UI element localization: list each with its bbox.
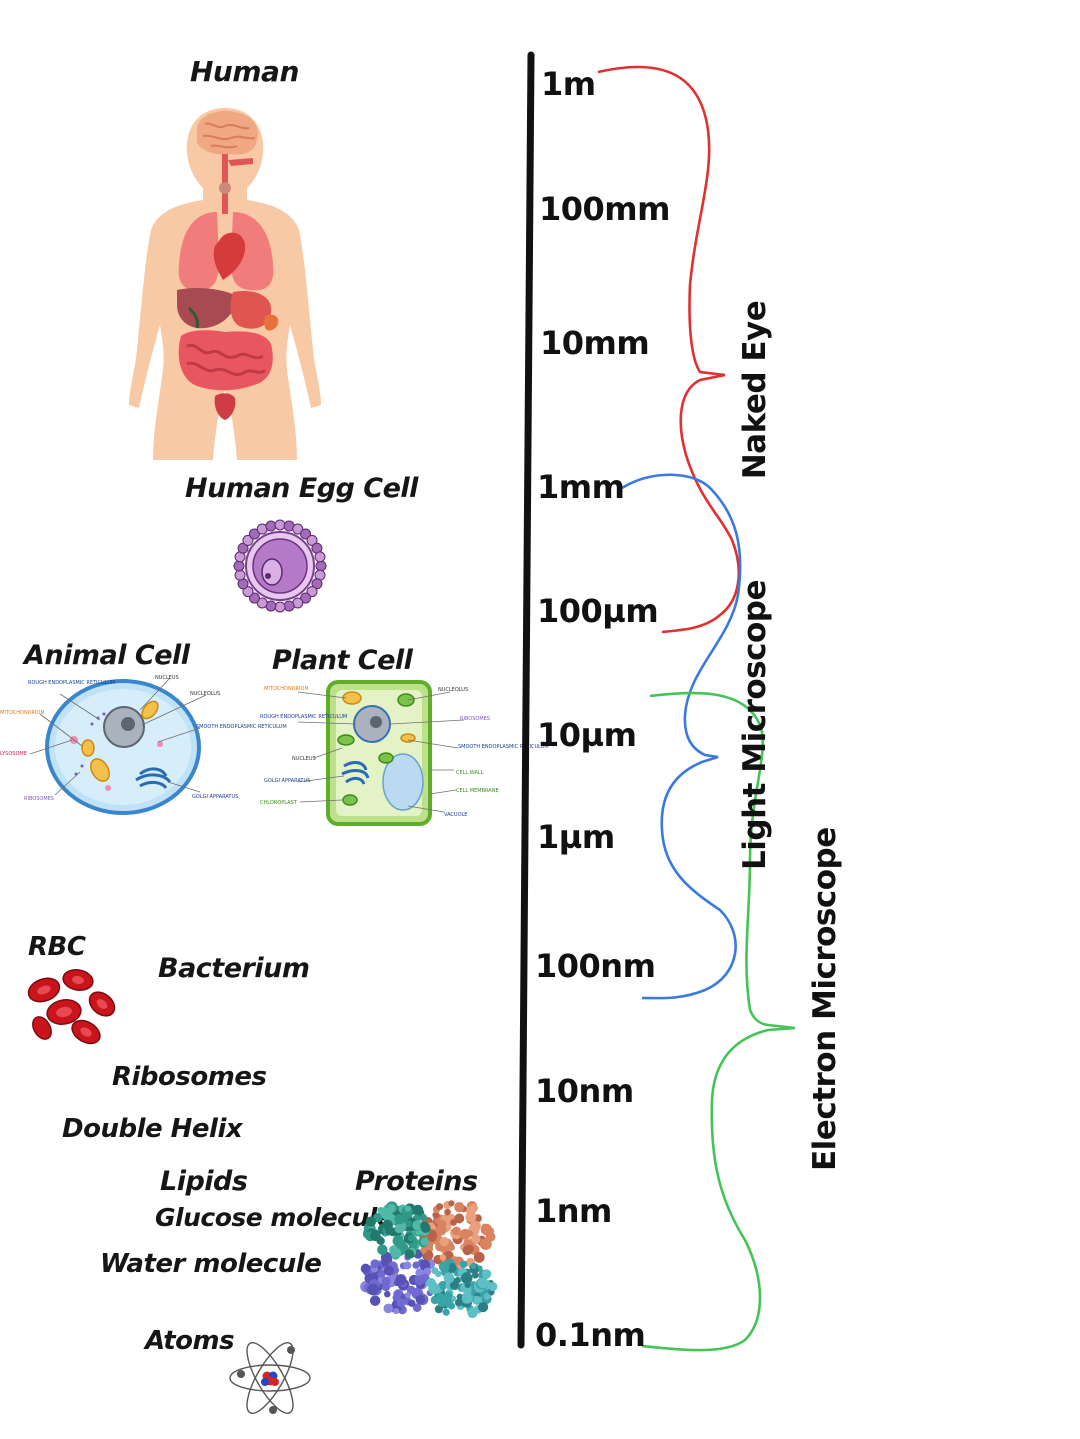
- plant-rough-er-label: ROUGH ENDOPLASMIC RETICULUM: [260, 714, 347, 720]
- scale-label-1nm: 1nm: [535, 1192, 612, 1230]
- animal-golgi-label: GOLGI APPARATUS: [192, 794, 238, 800]
- plant-chloroplast-label: CHLOROPLAST: [260, 800, 298, 806]
- animal-lysosome-label: LYSOSOME: [0, 751, 27, 757]
- scale-axis-line: [517, 51, 535, 1349]
- naked-eye-label: Naked Eye: [737, 300, 773, 480]
- plant-smooth-er-label: SMOOTH ENDOPLASMIC RETICULUM: [458, 744, 549, 750]
- label-glucose-molecule: Glucose molecule: [155, 1203, 394, 1232]
- label-water-molecule: Water molecule: [100, 1249, 322, 1279]
- animal-cell-illustration: ROUGH ENDOPLASMIC RETICULUM NUCLEUS NUCL…: [0, 675, 287, 815]
- scale-label-100mm: 100mm: [539, 190, 670, 228]
- naked-eye-bracket: [597, 65, 741, 634]
- animal-mitochondrion-label: MITOCHONDRION: [0, 710, 44, 716]
- plant-vacuole-label: VACUOLE: [444, 812, 467, 818]
- label-plant-cell: Plant Cell: [272, 645, 413, 676]
- plant-cell-illustration: MITOCHONDRION NUCLEOLUS ROUGH ENDOPLASMI…: [260, 680, 549, 826]
- plant-cell-membrane-label: CELL MEMBRANE: [456, 788, 499, 794]
- electron-microscope-bracket: [641, 691, 796, 1352]
- scale-label-1mm: 1mm: [537, 468, 625, 506]
- label-rbc: RBC: [28, 932, 86, 962]
- label-human: Human: [190, 55, 299, 88]
- label-double-helix: Double Helix: [62, 1114, 243, 1144]
- electron-microscope-label: Electron Microscope: [807, 827, 843, 1171]
- label-bacterium: Bacterium: [158, 953, 310, 984]
- scale-label-0-1nm: 0.1nm: [535, 1316, 646, 1354]
- plant-mitochondrion-label: MITOCHONDRION: [264, 686, 308, 692]
- human-body-illustration: [129, 108, 321, 460]
- red-blood-cells-illustration: [27, 969, 116, 1045]
- plant-nucleolus-label: NUCLEOLUS: [438, 687, 468, 693]
- light-microscope-label: Light Microscope: [737, 579, 773, 870]
- scale-label-1m: 1m: [541, 65, 596, 103]
- atom-illustration: [229, 1342, 311, 1414]
- scale-label-1um: 1µm: [537, 818, 615, 856]
- label-human-egg-cell: Human Egg Cell: [185, 473, 418, 504]
- label-lipids: Lipids: [160, 1166, 248, 1197]
- animal-ribosomes-label: RIBOSOMES: [24, 796, 54, 802]
- scale-label-10um: 10µm: [537, 716, 637, 754]
- label-ribosomes: Ribosomes: [112, 1062, 267, 1092]
- animal-smooth-er-label: SMOOTH ENDOPLASMIC RETICULUM: [196, 724, 287, 730]
- light-microscope-bracket: [621, 473, 742, 1000]
- plant-ribosomes-label: RIBOSOMES: [460, 716, 490, 722]
- label-animal-cell: Animal Cell: [24, 640, 190, 671]
- label-proteins: Proteins: [355, 1166, 478, 1197]
- animal-nucleus-label: NUCLEUS: [155, 675, 179, 681]
- scale-label-100um: 100µm: [537, 592, 659, 630]
- scale-label-10mm: 10mm: [540, 324, 650, 362]
- plant-golgi-label: GOLGI APPARATUS: [264, 778, 310, 784]
- plant-cell-wall-label: CELL WALL: [456, 770, 484, 776]
- protein-molecule-illustration: [360, 1200, 498, 1319]
- scale-label-10nm: 10nm: [535, 1072, 634, 1110]
- egg-cell-illustration: [233, 519, 327, 613]
- animal-nucleolus-label: NUCLEOLUS: [190, 691, 220, 697]
- animal-rough-er-label: ROUGH ENDOPLASMIC RETICULUM: [28, 680, 115, 686]
- scale-label-100nm: 100nm: [535, 947, 656, 985]
- plant-nucleus-label: NUCLEUS: [292, 756, 316, 762]
- label-atoms: Atoms: [145, 1326, 235, 1356]
